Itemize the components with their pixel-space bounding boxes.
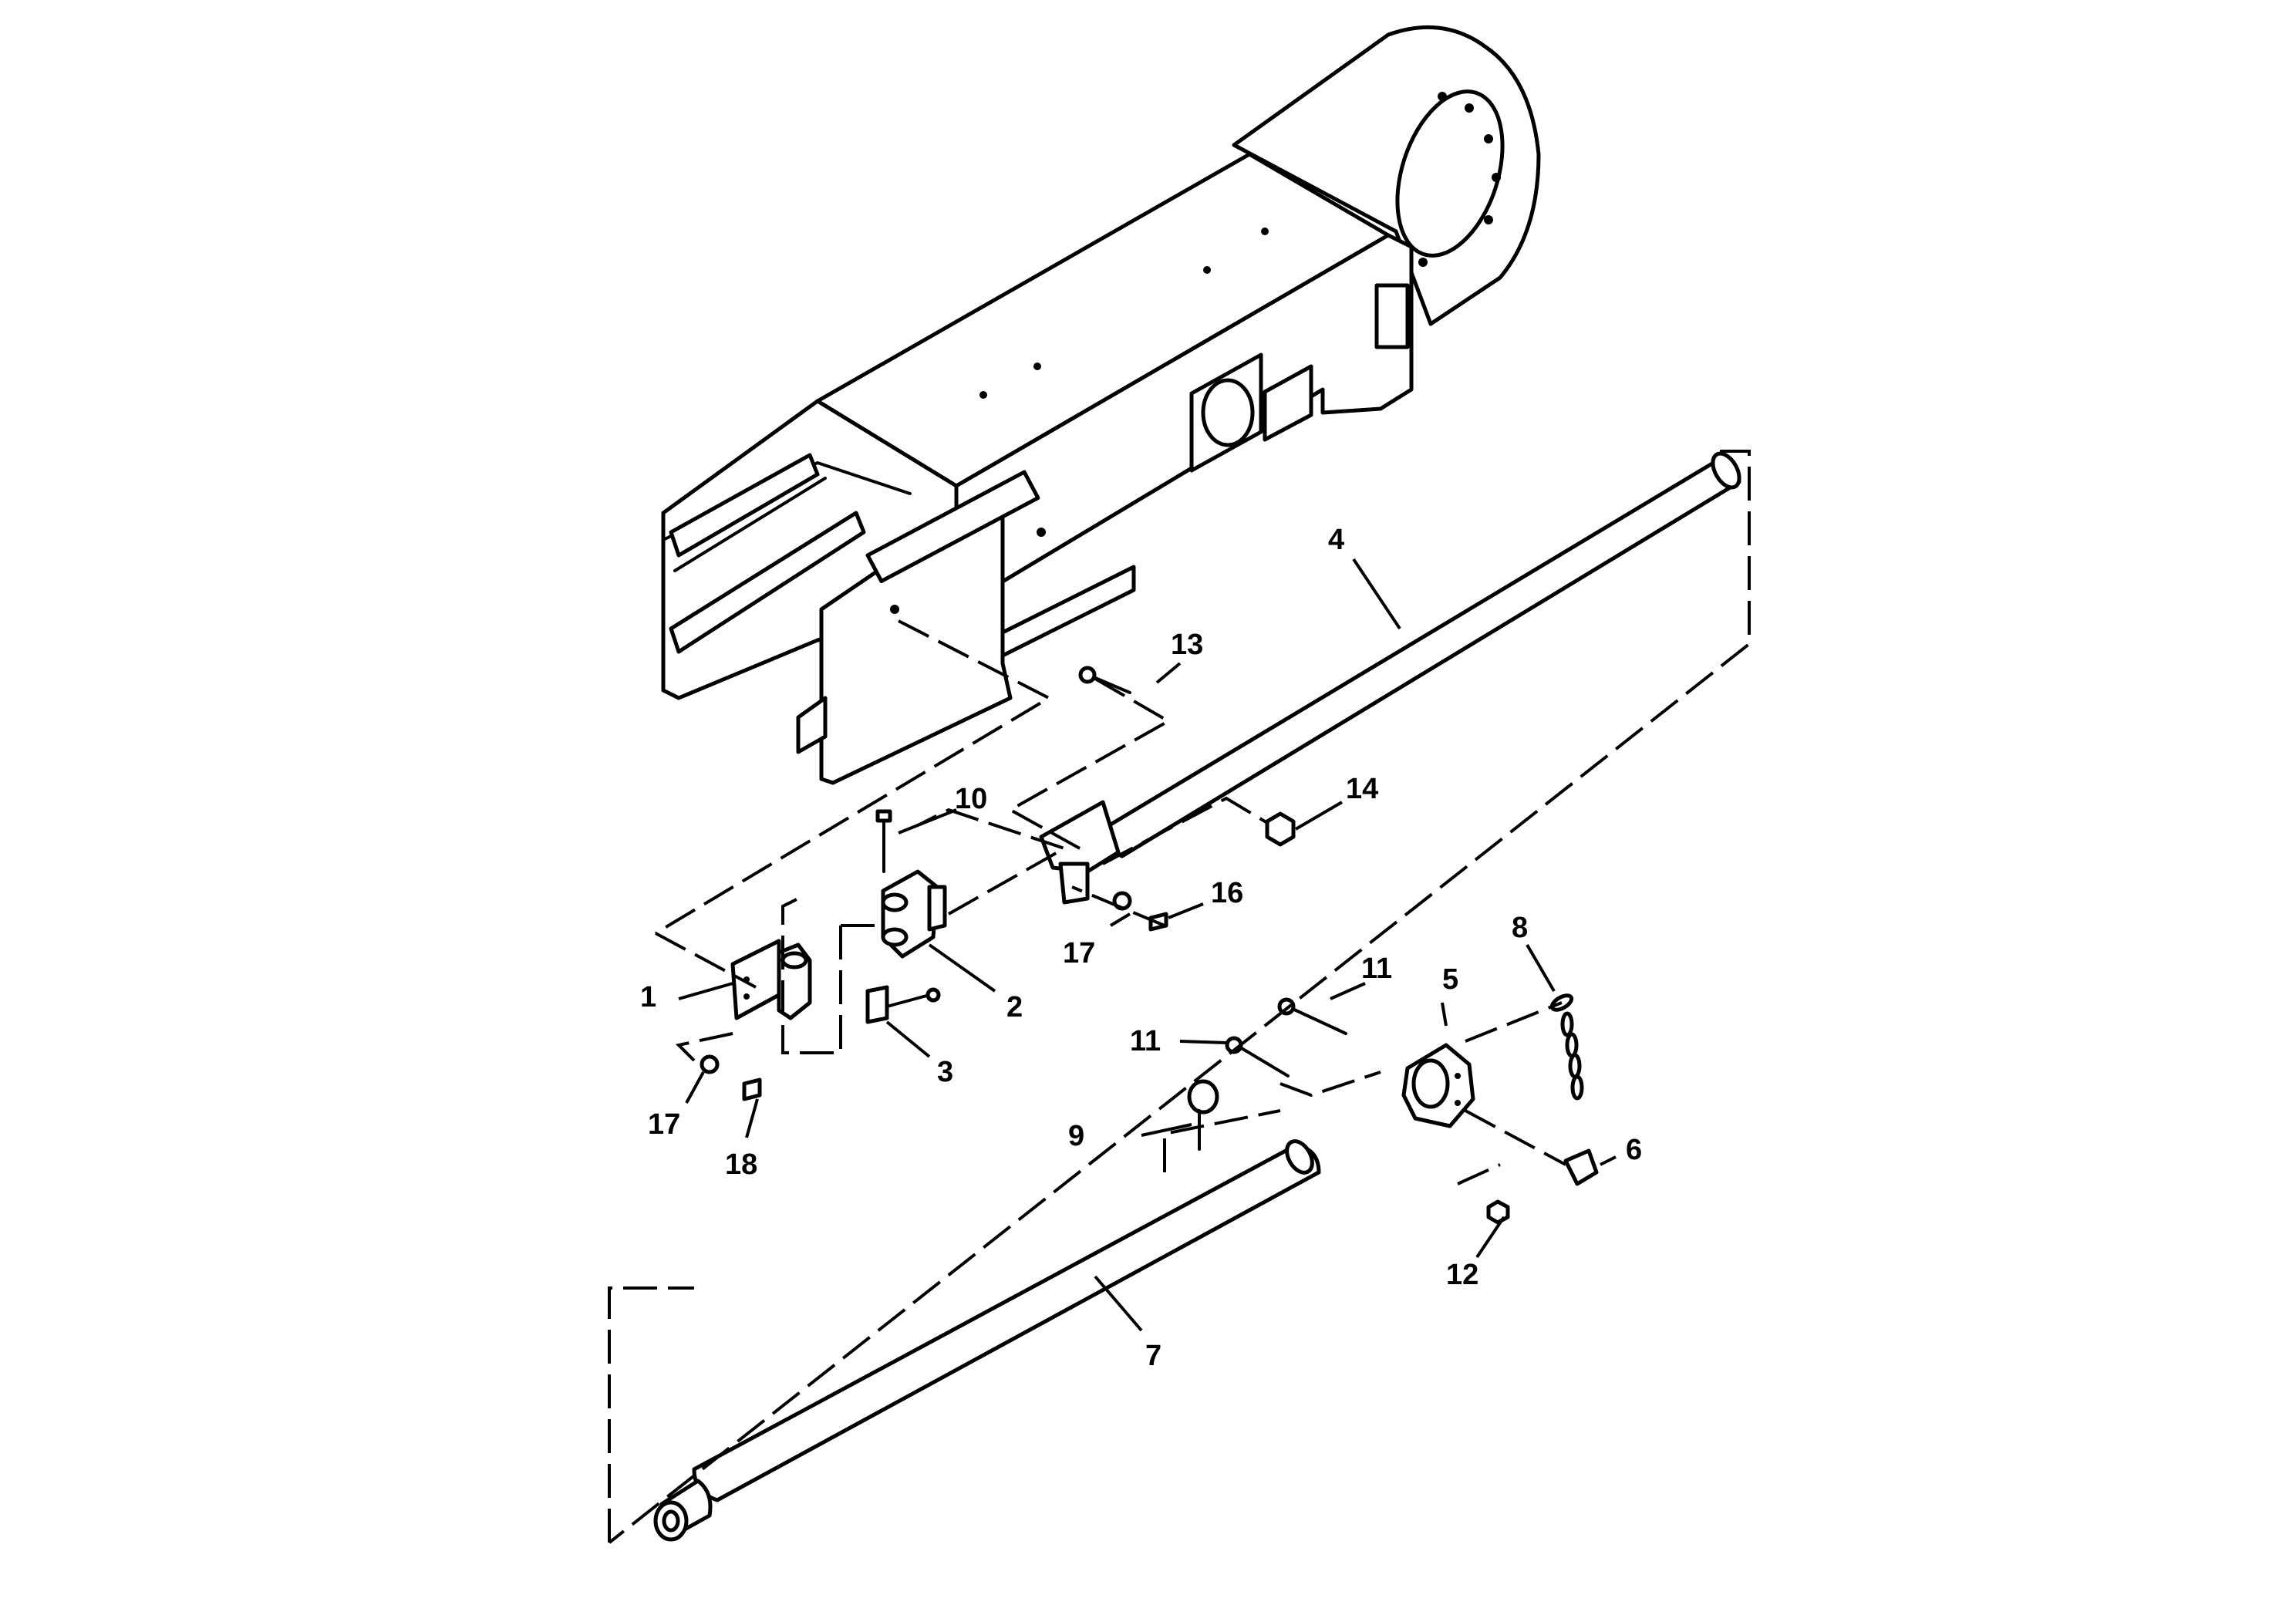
callout-16: 16 [1211,877,1243,909]
callout-17-upper: 17 [1063,937,1095,969]
callout-13: 13 [1171,629,1203,661]
part-12-nut [1486,1199,1510,1225]
part-8-chain [1549,993,1584,1101]
callout-2: 2 [1006,991,1023,1023]
part-2-clamp [881,869,947,959]
callout-5: 5 [1442,963,1458,996]
part-11-bolt-lower [1225,1036,1290,1077]
part-6-knob [1563,1148,1599,1186]
assembly-dashed-lines [608,450,1751,1544]
callout-8: 8 [1512,912,1528,944]
callout-7: 7 [1145,1340,1161,1372]
part-4-upper-bar [1039,451,1741,905]
part-5-collar [1401,1043,1475,1128]
part-3-pin [865,985,941,1024]
leader-lines [678,558,1617,1332]
callout-4: 4 [1328,524,1344,556]
callout-6: 6 [1626,1134,1642,1166]
callout-14: 14 [1346,773,1378,805]
callout-17-lower: 17 [648,1108,680,1141]
part-17-washer-lower [700,1054,720,1074]
callout-11-upper: 11 [1361,953,1392,985]
part-9-pin [1187,1079,1219,1151]
part-10-bolt [875,809,892,873]
part-7-lower-bar [653,1139,1321,1542]
callout-11-lower: 11 [1130,1025,1161,1057]
callout-12: 12 [1446,1259,1478,1291]
part-13-bolt [1078,666,1131,694]
main-frame [661,25,1541,785]
part-18-screw [742,1077,762,1101]
part-1-bracket [730,939,812,1020]
callout-1: 1 [640,981,656,1013]
callout-10: 10 [955,783,987,815]
callout-labels: 1 2 3 4 5 6 7 8 9 10 11 11 12 13 14 16 1… [640,524,1642,1372]
callout-18: 18 [725,1148,757,1181]
callout-9: 9 [1068,1120,1084,1152]
callout-3: 3 [937,1056,953,1088]
part-14-nut [1265,811,1296,847]
